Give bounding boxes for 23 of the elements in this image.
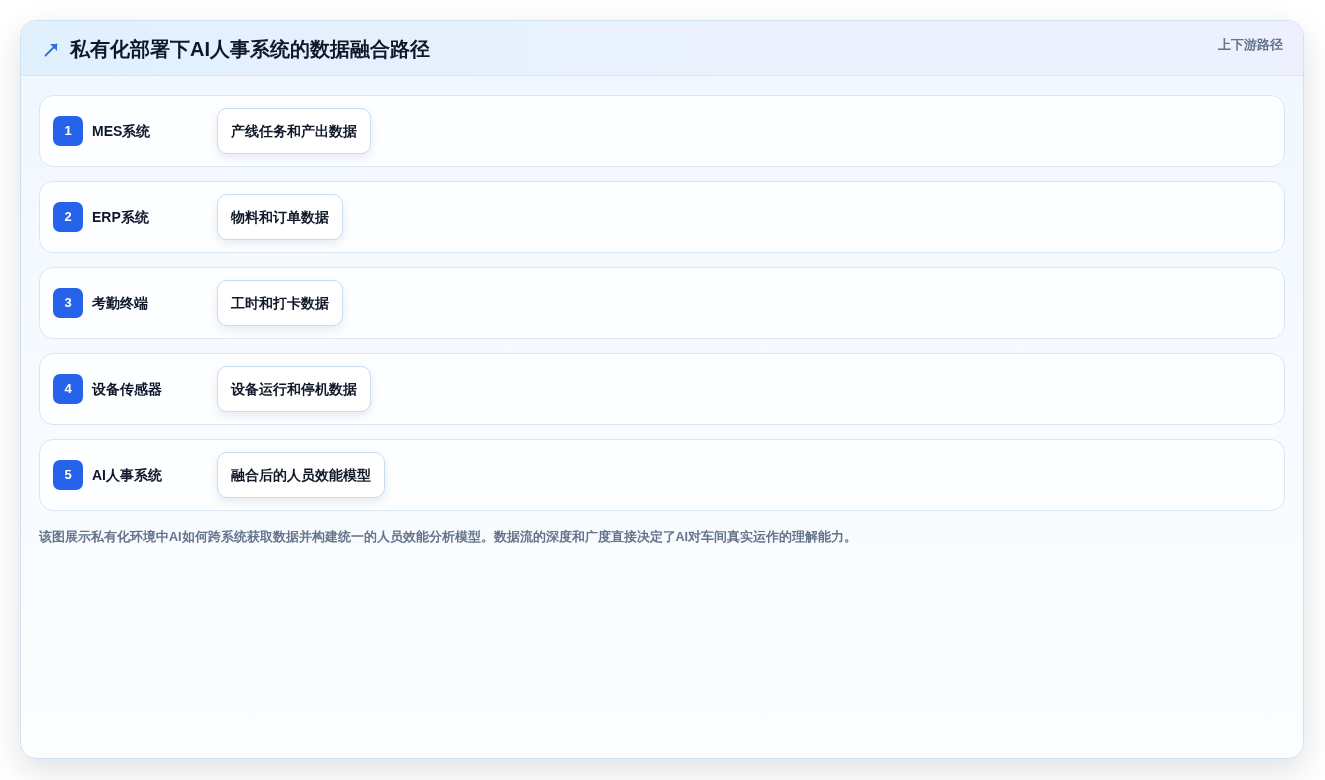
title: 私有化部署下AI人事系统的数据融合路径 [70,37,430,62]
caption: 该图展示私有化环境中AI如何跨系统获取数据并构建统一的人员效能分析模型。数据流的深度和广度直接决定了AI对车间真实运作的理解能力。 [39,529,857,545]
row-title: 考勤终端 [92,294,148,313]
data-chip: 融合后的人员效能模型 [217,452,385,498]
row-title: ERP系统 [92,208,149,227]
number-badge: 5 [53,460,83,490]
row-card [39,181,1285,253]
number-badge: 3 [53,288,83,318]
header-note: 上下游路径 [1218,37,1283,53]
data-chip: 物料和订单数据 [217,194,343,240]
row-card [39,439,1285,511]
row-card [39,267,1285,339]
data-chip: 设备运行和停机数据 [217,366,371,412]
row-card [39,95,1285,167]
number-badge: 4 [53,374,83,404]
row-card [39,353,1285,425]
row-title: 设备传感器 [92,380,162,399]
row-title: MES系统 [92,122,151,141]
row-title: AI人事系统 [92,466,162,485]
data-chip: 工时和打卡数据 [217,280,343,326]
number-badge: 1 [53,116,83,146]
number-badge: 2 [53,202,83,232]
data-chip: 产线任务和产出数据 [217,108,371,154]
